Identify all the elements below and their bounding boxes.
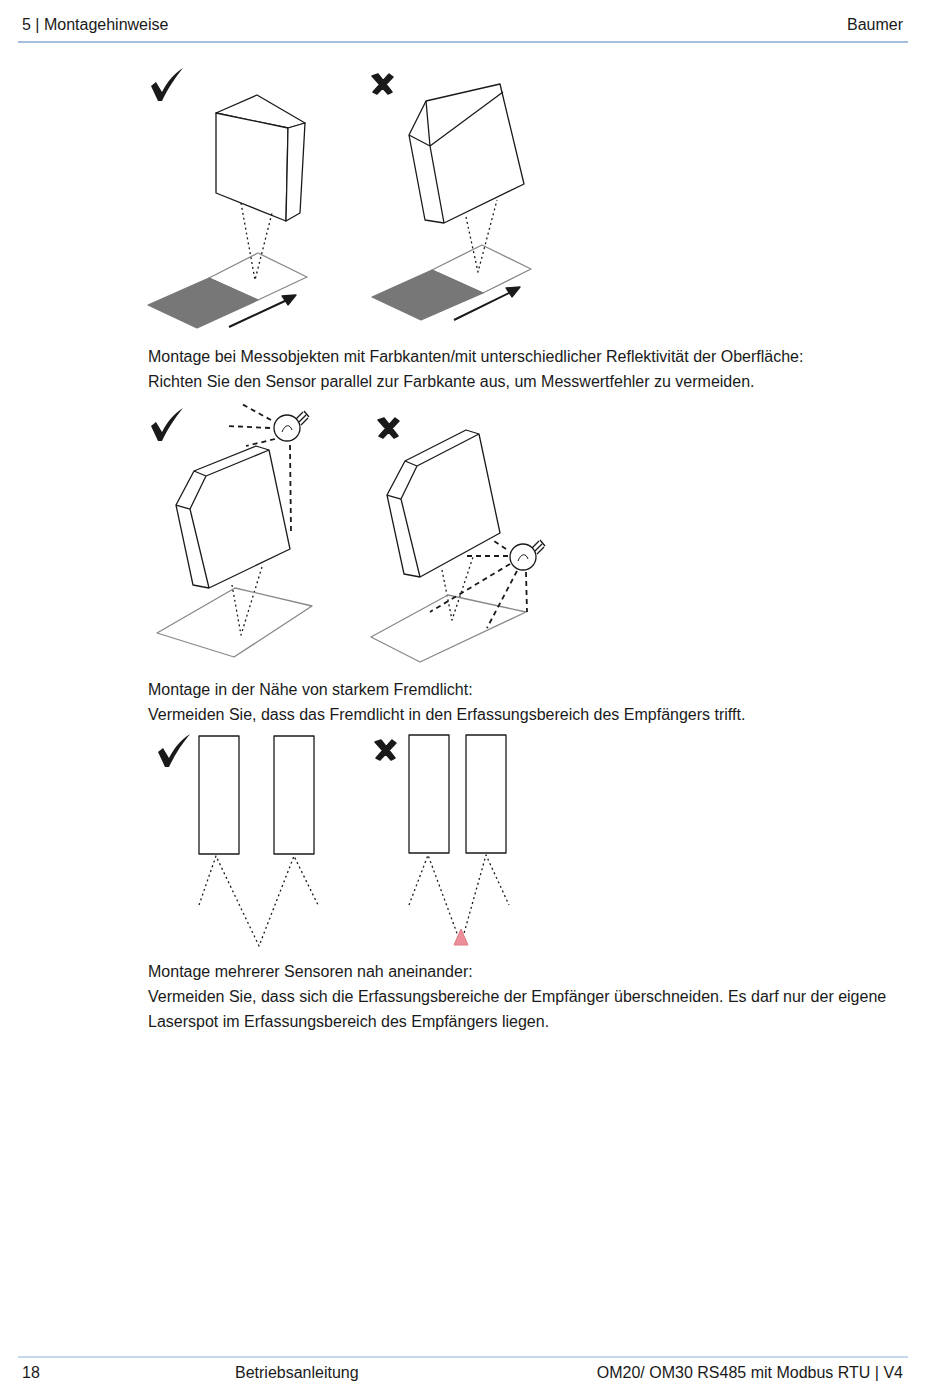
note-text: Vermeiden Sie, dass das Fremdlicht in de… — [148, 702, 745, 727]
arrow-head — [506, 287, 520, 297]
cross-mark — [372, 74, 393, 94]
note-heading: Montage in der Nähe von starkem Fremdlic… — [148, 677, 473, 702]
target-surface — [157, 588, 312, 657]
sensor-housing — [409, 735, 449, 853]
light-bulb — [274, 411, 309, 441]
dark-surface — [372, 270, 483, 320]
ambient-light-ray — [228, 403, 291, 532]
receiver-field — [199, 856, 318, 946]
note-text: Richten Sie den Sensor parallel zur Farb… — [148, 369, 755, 394]
header-rule — [18, 41, 908, 42]
ambient-light-ray — [430, 541, 527, 628]
target-surface — [371, 595, 526, 662]
sensor-housing — [409, 84, 524, 223]
arrow-head — [282, 295, 296, 305]
check-mark — [151, 68, 183, 101]
note-heading: Montage mehrerer Sensoren nah aneinander… — [148, 959, 473, 984]
sensor-housing — [199, 736, 239, 854]
sensor-housing — [176, 446, 290, 588]
footer-rule — [18, 1357, 908, 1358]
check-mark — [151, 408, 183, 441]
laser-beam — [232, 567, 262, 635]
laser-beam — [241, 203, 272, 280]
check-mark — [158, 734, 190, 767]
sensor-housing — [466, 735, 506, 853]
note-heading: Montage bei Messobjekten mit Farbkanten/… — [148, 344, 803, 369]
page-number: 18 — [22, 1360, 40, 1385]
running-header: Baumer — [847, 12, 903, 37]
sensor-housing — [387, 430, 500, 577]
running-footer: Betriebsanleitung — [235, 1360, 359, 1385]
cross-mark — [378, 418, 399, 438]
motion-arrow — [454, 292, 511, 320]
sensor-housing — [274, 736, 314, 854]
light-bulb — [510, 540, 545, 570]
motion-arrow — [229, 300, 287, 327]
cross-mark — [375, 740, 396, 760]
note-text: Vermeiden Sie, dass sich die Erfassungsb… — [148, 984, 896, 1034]
running-header: 5 | Montagehinweise — [22, 12, 168, 37]
laser-spot-overlap — [454, 929, 468, 945]
receiver-field — [409, 855, 509, 944]
sensor-housing — [216, 95, 305, 221]
running-footer: OM20/ OM30 RS485 mit Modbus RTU | V4 — [597, 1360, 903, 1385]
laser-beam — [466, 200, 497, 272]
